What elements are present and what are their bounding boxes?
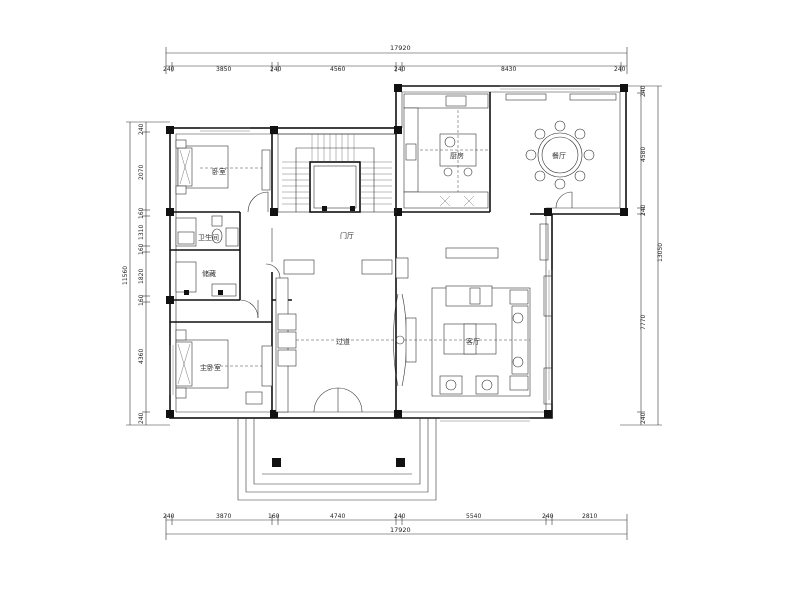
total-width-bottom: 17920 [390,526,411,534]
label-bedroom-lower: 主卧室 [200,363,221,372]
total-height-left: 11560 [122,266,129,285]
dim-top-2: 240 [270,66,282,73]
hall: 门厅 [265,228,499,413]
label-living: 客厅 [466,337,480,346]
dim-bottom-2: 160 [268,513,280,520]
label-dining: 餐厅 [552,151,566,160]
dim-left-5: 1820 [138,269,145,284]
dim-top-1: 3850 [216,66,231,73]
columns [166,84,628,418]
dim-top-5: 8430 [501,66,516,73]
label-storage: 储藏 [202,269,216,278]
top-dimensions: 17920 240 3850 240 4560 240 8430 240 [163,44,628,74]
dim-right-3: 7770 [640,315,647,330]
label-corridor: 过道 [336,337,350,346]
dim-top-0: 240 [163,66,175,73]
kitchen: 厨房 [403,93,489,209]
dim-top-4: 240 [394,66,406,73]
dim-left-8: 240 [138,412,145,424]
dim-right-1: 4580 [640,147,647,162]
total-width-top: 17920 [390,44,411,52]
dim-top-3: 4560 [330,66,345,73]
dim-bottom-7: 2810 [582,513,597,520]
bathroom: 卫生间 [175,215,239,247]
dining: 餐厅 [525,120,595,209]
corridor: 过道 [296,337,396,413]
staircase [277,133,397,213]
bottom-dimensions: 240 3870 160 4740 240 5540 240 2810 1792… [163,513,628,540]
dim-bottom-1: 3870 [216,513,231,520]
left-dimensions: 11560 240 2070 160 1310 160 1820 160 436… [122,121,170,426]
interior-walls [170,92,546,412]
bedroom-upper: 卧室 [175,139,271,213]
storage: 储藏 [175,261,259,319]
dim-bottom-6: 240 [542,513,554,520]
right-dimensions: 240 4580 240 7770 240 13050 [620,85,664,426]
dim-right-0: 240 [640,85,647,97]
label-hall: 门厅 [340,231,354,240]
dim-bottom-0: 240 [163,513,175,520]
dim-left-2: 160 [138,207,145,219]
total-height-right: 13050 [657,243,664,262]
dim-left-6: 160 [138,294,145,306]
dim-left-4: 160 [138,243,145,255]
dim-bottom-4: 240 [394,513,406,520]
living: 客厅 [404,285,531,397]
dim-left-0: 240 [138,123,145,135]
dim-bottom-3: 4740 [330,513,345,520]
dim-left-1: 2070 [138,165,145,180]
dim-bottom-5: 5540 [466,513,481,520]
label-kitchen: 厨房 [450,151,464,160]
label-bath: 卫生间 [198,233,219,242]
bedroom-lower: 主卧室 [175,329,273,405]
dim-right-2: 240 [640,204,647,216]
dim-left-3: 1310 [138,225,145,240]
label-bedroom-upper: 卧室 [212,167,226,176]
entrance-terrace [237,418,437,501]
windows [169,85,617,422]
dim-top-6: 240 [614,66,626,73]
dim-right-4: 240 [640,412,647,424]
dim-left-7: 4360 [138,349,145,364]
